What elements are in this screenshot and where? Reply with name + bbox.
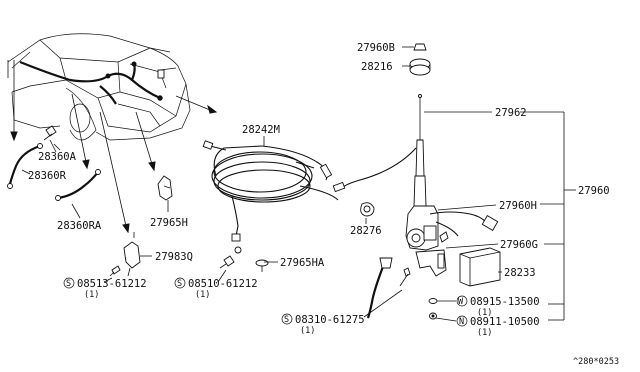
label-28276: 28276 — [350, 225, 382, 237]
screw-08513-drawing — [109, 265, 121, 277]
fastener-08510-mark: S — [177, 279, 182, 289]
cable-28242M-drawing — [202, 140, 339, 254]
fastener-08911: N 08911-10500 (1) — [456, 315, 540, 338]
screw-08510-drawing — [219, 255, 235, 269]
fastener-08310-code: 08310-61275 — [295, 314, 365, 326]
fastener-08911-mark: N — [459, 317, 464, 327]
label-28242M: 28242M — [242, 124, 280, 136]
fastener-08513: S 08513-61212 (1) — [63, 277, 147, 300]
label-28360R: 28360R — [28, 170, 67, 182]
fastener-08513-qty: (1) — [84, 290, 99, 300]
fastener-08510-qty: (1) — [195, 290, 210, 300]
label-28360A: 28360A — [38, 151, 77, 163]
vehicle-outline — [7, 33, 191, 141]
label-28233: 28233 — [504, 267, 536, 279]
label-leaders — [21, 46, 502, 322]
fastener-08513-code: 08513-61212 — [77, 278, 147, 290]
label-27962: 27962 — [495, 107, 527, 119]
label-27965H: 27965H — [150, 217, 188, 229]
fastener-08310-mark: S — [284, 315, 289, 325]
part-27983Q-drawing — [123, 232, 141, 277]
fastener-08911-qty: (1) — [477, 328, 492, 338]
antenna-assembly-drawing — [332, 43, 499, 320]
label-28216: 28216 — [361, 61, 393, 73]
part-27965HA-drawing — [255, 259, 269, 272]
part-28360A-drawing — [43, 125, 61, 151]
leader-arrows — [7, 60, 218, 234]
diagram-reference-code: ^280*0253 — [573, 357, 619, 367]
label-27965HA: 27965HA — [280, 257, 325, 269]
fastener-08915-qty: (1) — [477, 308, 492, 318]
fastener-08915-code: 08915-13500 — [470, 296, 540, 308]
fastener-08513-mark: S — [66, 279, 71, 289]
fastener-08510-code: 08510-61212 — [188, 278, 258, 290]
label-27960H: 27960H — [499, 200, 537, 212]
fastener-08911-code: 08911-10500 — [470, 316, 540, 328]
group-bracket — [520, 111, 576, 321]
fastener-08310-qty: (1) — [300, 326, 315, 336]
label-27960: 27960 — [578, 185, 610, 197]
part-28360RA-drawing — [55, 169, 101, 201]
fastener-08310: S 08310-61275 (1) — [281, 313, 365, 336]
fastener-08915: W 08915-13500 (1) — [456, 295, 540, 318]
fastener-08510: S 08510-61212 (1) — [174, 277, 258, 300]
fastener-08915-mark: W — [458, 297, 464, 307]
part-28233-drawing — [459, 247, 501, 287]
part-28360R-drawing — [7, 143, 43, 189]
label-27960B: 27960B — [357, 42, 395, 54]
label-27960G: 27960G — [500, 239, 538, 251]
label-28360RA: 28360RA — [57, 220, 102, 232]
part-27965H-drawing — [157, 175, 173, 201]
label-27983Q: 27983Q — [155, 251, 193, 263]
